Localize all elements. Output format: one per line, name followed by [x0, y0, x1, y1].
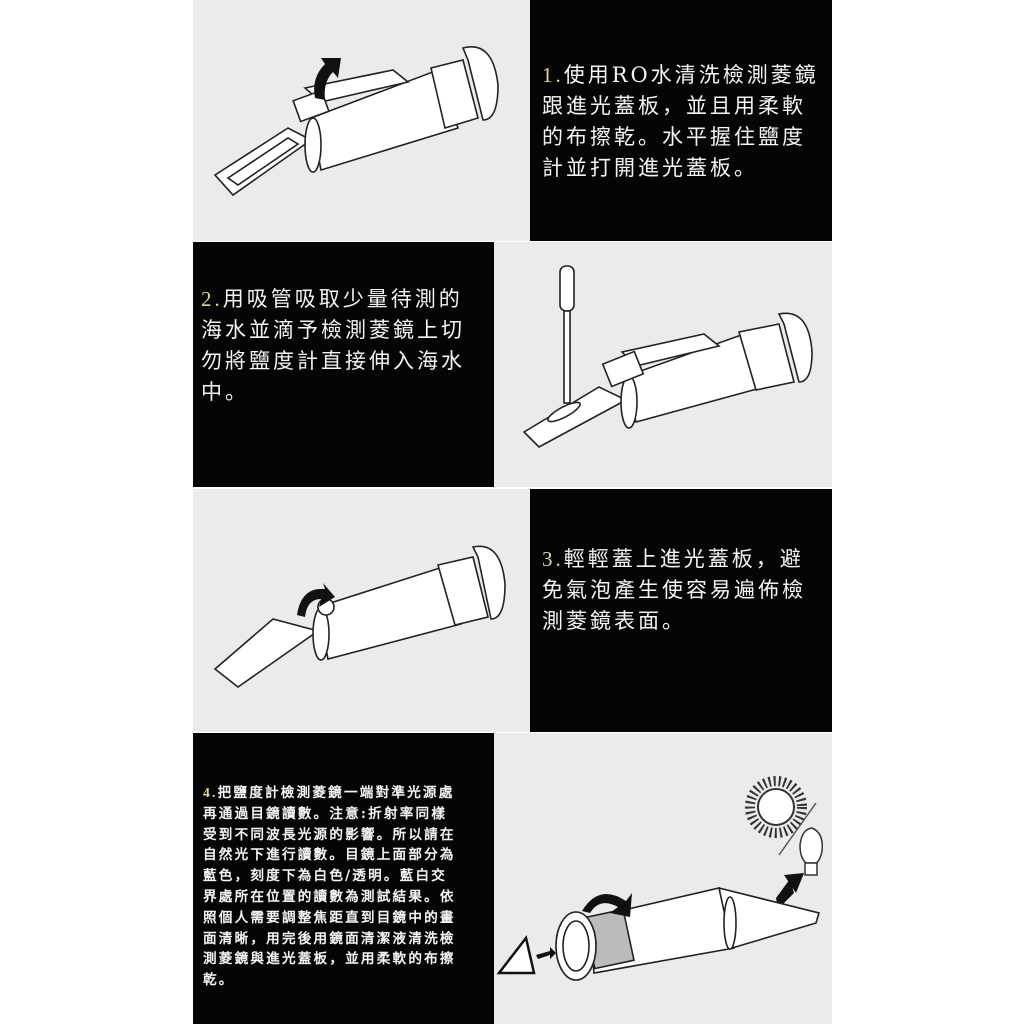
arrow-double-icon [536, 947, 556, 959]
step-4-text-panel: 4.把鹽度計檢測菱鏡一端對準光源處 再通過目鏡讀數。注意:折射率同樣 受到不同波… [193, 733, 494, 1024]
step-line: 再通過目鏡讀數。注意:折射率同樣 [203, 805, 448, 822]
step-line: 3.輕輕蓋上進光蓋板，避 [542, 547, 804, 571]
step-4-illustration [494, 733, 832, 1024]
step-line: 跟進光蓋板，並且用柔軟 [542, 94, 806, 118]
step-line: 自然光下進行讀數。目鏡上面部分為 [203, 847, 456, 864]
step-line: 藍色，刻度下為白色/透明。藍白交 [203, 868, 448, 885]
step-2-illustration [494, 242, 832, 487]
refractometer-icon [522, 265, 813, 448]
step-3-text-panel: 3.輕輕蓋上進光蓋板，避 免氣泡產生使容易遍佈檢 測菱鏡表面。 [530, 489, 832, 732]
step-line: 測菱鏡與進光蓋板，並用柔軟的布擦 [203, 951, 456, 968]
refractometer-icon [213, 46, 499, 197]
refractometer-icon [213, 545, 506, 688]
arrow-rotate-icon [582, 893, 632, 917]
step-number: 2. [201, 287, 223, 311]
arrow-curved-icon [297, 583, 335, 617]
step-line: 乾。 [203, 972, 235, 989]
step-3-illustration [193, 489, 530, 732]
step-line: 受到不同波長光源的影響。所以請在 [203, 826, 456, 843]
arrow-up-icon [314, 58, 341, 100]
step-line: 勿將鹽度計直接伸入海水 [201, 349, 465, 373]
step-1-illustration [193, 0, 530, 241]
step-line: 2.用吸管吸取少量待測的 [201, 287, 463, 311]
step-line: 1.使用RO水清洗檢測菱鏡 [542, 63, 819, 87]
step-number: 4. [203, 785, 218, 800]
arrow-up-right-icon [784, 873, 804, 893]
step-line: 照個人需要調整焦距直到目鏡中的畫 [203, 909, 456, 926]
step-2-text-panel: 2.用吸管吸取少量待測的 海水並滴予檢測菱鏡上切 勿將鹽度計直接伸入海水 中。 [193, 242, 494, 487]
step-line: 中。 [201, 380, 249, 404]
step-line: 測菱鏡表面。 [542, 609, 686, 633]
light-bulb-icon [799, 827, 824, 876]
step-line: 的布擦乾。水平握住鹽度 [542, 125, 806, 149]
step-line: 界處所在位置的讀數為測試結果。依 [203, 888, 456, 905]
step-line: 海水並滴予檢測菱鏡上切 [201, 318, 465, 342]
step-line: 4.把鹽度計檢測菱鏡一端對準光源處 [203, 785, 455, 801]
step-line: 計並打開進光蓋板。 [542, 156, 758, 180]
step-number: 1. [542, 63, 564, 87]
step-line: 免氣泡產生使容易遍佈檢 [542, 578, 806, 602]
eye-icon [496, 935, 536, 975]
step-number: 3. [542, 547, 564, 571]
sun-icon [745, 776, 807, 838]
refractometer-icon [496, 776, 824, 981]
step-line: 面清晰，用完後用鏡面清潔液清洗檢 [203, 930, 456, 947]
step-1-text-panel: 1.使用RO水清洗檢測菱鏡 跟進光蓋板，並且用柔軟 的布擦乾。水平握住鹽度 計並… [530, 0, 832, 241]
